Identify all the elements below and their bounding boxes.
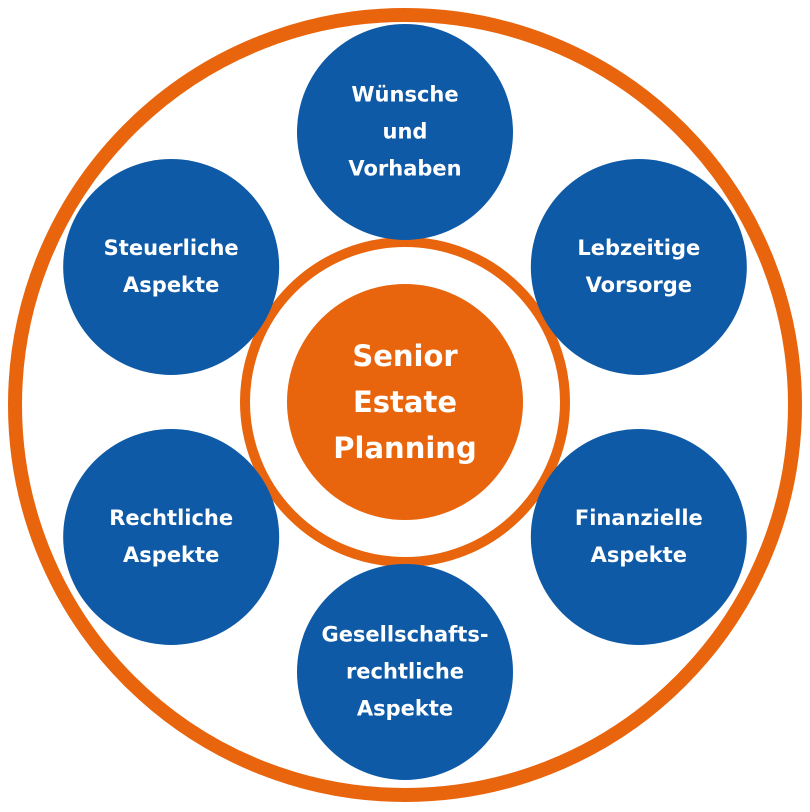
center-label-line: Planning	[333, 431, 477, 465]
topic-label-line: Aspekte	[356, 696, 454, 721]
topic-circle-finanzielle-aspekte	[530, 429, 747, 645]
topic-label-line: Vorhaben	[348, 156, 462, 181]
topic-label-line: Rechtliche	[109, 506, 234, 530]
topic-label-line: Aspekte	[123, 273, 220, 297]
topic-label-line: Gesellschafts-	[321, 622, 489, 647]
topic-label-line: Finanzielle	[574, 506, 703, 530]
topic-label-line: Aspekte	[123, 543, 220, 567]
topic-circle-wuensche-und-vorhaben	[297, 24, 513, 240]
outer-ring	[8, 8, 802, 802]
topic-label-line: Wünsche	[351, 82, 459, 107]
topic-label-line: Steuerliche	[103, 236, 239, 260]
center-circle	[287, 284, 523, 520]
topic-label-line: Aspekte	[590, 543, 687, 567]
topic-circle-rechtliche-aspekte	[63, 429, 280, 645]
topic-circle-steuerliche-aspekte	[63, 159, 280, 375]
topic-label-line: Vorsorge	[585, 273, 693, 297]
topic-label-line: Lebzeitige	[577, 236, 701, 260]
center-label: Senior Estate Planning	[295, 333, 515, 471]
topic-circles	[63, 24, 747, 780]
topic-circle-gesellschaftsrechtliche-aspekte	[297, 564, 513, 780]
center-label-line: Senior	[352, 339, 458, 373]
center-label-line: Estate	[352, 385, 458, 419]
topic-circle-lebzeitige-vorsorge	[530, 159, 747, 375]
topic-label-line: rechtliche	[345, 659, 465, 684]
topic-label-line: und	[382, 119, 428, 144]
